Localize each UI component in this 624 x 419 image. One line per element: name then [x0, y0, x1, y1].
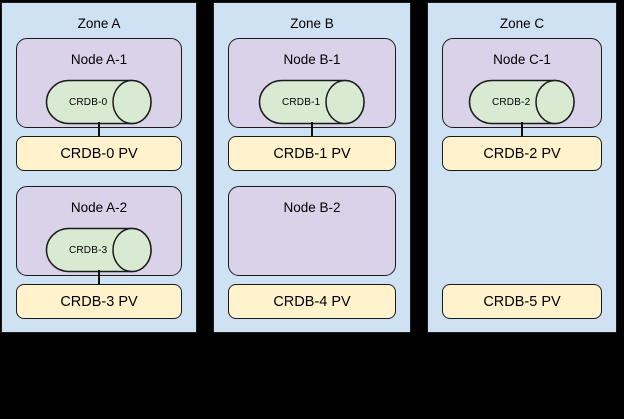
- zone-c: Zone C Node C-1 CRDB-2 CRDB-2 PV CRDB-5 …: [427, 2, 617, 333]
- pv-crdb-4: CRDB-4 PV: [228, 284, 396, 319]
- crdb-pod-cylinder: CRDB-3: [45, 227, 153, 273]
- pv-connector-line: [98, 270, 100, 285]
- crdb-pod-cylinder: CRDB-1: [258, 79, 366, 125]
- zone-title: Zone C: [499, 16, 545, 31]
- node-a2: Node A-2 CRDB-3: [16, 186, 182, 276]
- cylinder-icon: [468, 79, 575, 125]
- cylinder-icon: [258, 79, 365, 125]
- pv-connector-line: [98, 122, 100, 137]
- zone-title: Zone A: [77, 16, 121, 31]
- node-c1: Node C-1 CRDB-2: [442, 38, 602, 128]
- pv-crdb-5: CRDB-5 PV: [442, 284, 602, 319]
- node-b2: Node B-2: [228, 186, 396, 276]
- cylinder-icon: [45, 79, 152, 125]
- pv-crdb-3: CRDB-3 PV: [16, 284, 182, 319]
- cylinder-icon: [45, 227, 152, 273]
- node-label: Node A-2: [70, 200, 128, 215]
- crdb-pod-cylinder: CRDB-0: [45, 79, 153, 125]
- pv-crdb-2: CRDB-2 PV: [442, 136, 602, 171]
- pv-crdb-1: CRDB-1 PV: [228, 136, 396, 171]
- node-label: Node A-1: [70, 52, 128, 67]
- zone-b: Zone B Node B-1 CRDB-1 CRDB-1 PV Node B-…: [213, 2, 411, 333]
- pv-crdb-0: CRDB-0 PV: [16, 136, 182, 171]
- pv-connector-line: [521, 122, 523, 137]
- pv-connector-line: [311, 122, 313, 137]
- pod-label: CRDB-1: [281, 96, 321, 108]
- zone-title: Zone B: [290, 16, 334, 31]
- node-a1: Node A-1 CRDB-0: [16, 38, 182, 128]
- pod-label: CRDB-0: [68, 96, 108, 108]
- pod-label: CRDB-3: [68, 244, 108, 256]
- node-label: Node C-1: [493, 52, 551, 67]
- node-label: Node B-1: [283, 52, 341, 67]
- node-b1: Node B-1 CRDB-1: [228, 38, 396, 128]
- pod-label: CRDB-2: [491, 96, 531, 108]
- zone-a: Zone A Node A-1 CRDB-0 CRDB-0 PV Node A-…: [1, 2, 197, 333]
- crdb-pod-cylinder: CRDB-2: [468, 79, 576, 125]
- node-label: Node B-2: [283, 200, 341, 215]
